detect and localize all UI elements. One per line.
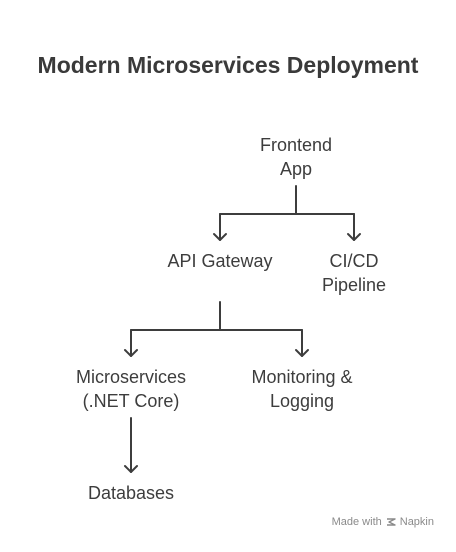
arrowhead-cicd [347, 233, 361, 241]
connector-frontend-branch [219, 185, 355, 215]
node-api-gateway: API Gateway [167, 251, 273, 271]
footer-brand-text: Napkin [399, 516, 434, 528]
node-monitoring-logging: Monitoring & Logging [251, 367, 353, 411]
footer-made-with-text: Made with [331, 516, 382, 528]
node-databases: Databases [87, 483, 175, 503]
arrowhead-microservices [124, 349, 138, 357]
made-with-napkin-footer: Made with Napkin [332, 516, 434, 528]
connector-gateway-branch [130, 301, 303, 331]
diagram-title: Modern Microservices Deployment [37, 52, 419, 78]
node-microservices: Microservices (.NET Core) [75, 367, 186, 411]
arrowhead-databases [124, 465, 138, 473]
arrowhead-gateway [213, 233, 227, 241]
arrowhead-monitoring [295, 349, 309, 357]
node-frontend-app: Frontend App [259, 135, 333, 179]
node-cicd-pipeline: CI/CD Pipeline [321, 251, 387, 295]
napkin-logo-icon [386, 518, 396, 526]
